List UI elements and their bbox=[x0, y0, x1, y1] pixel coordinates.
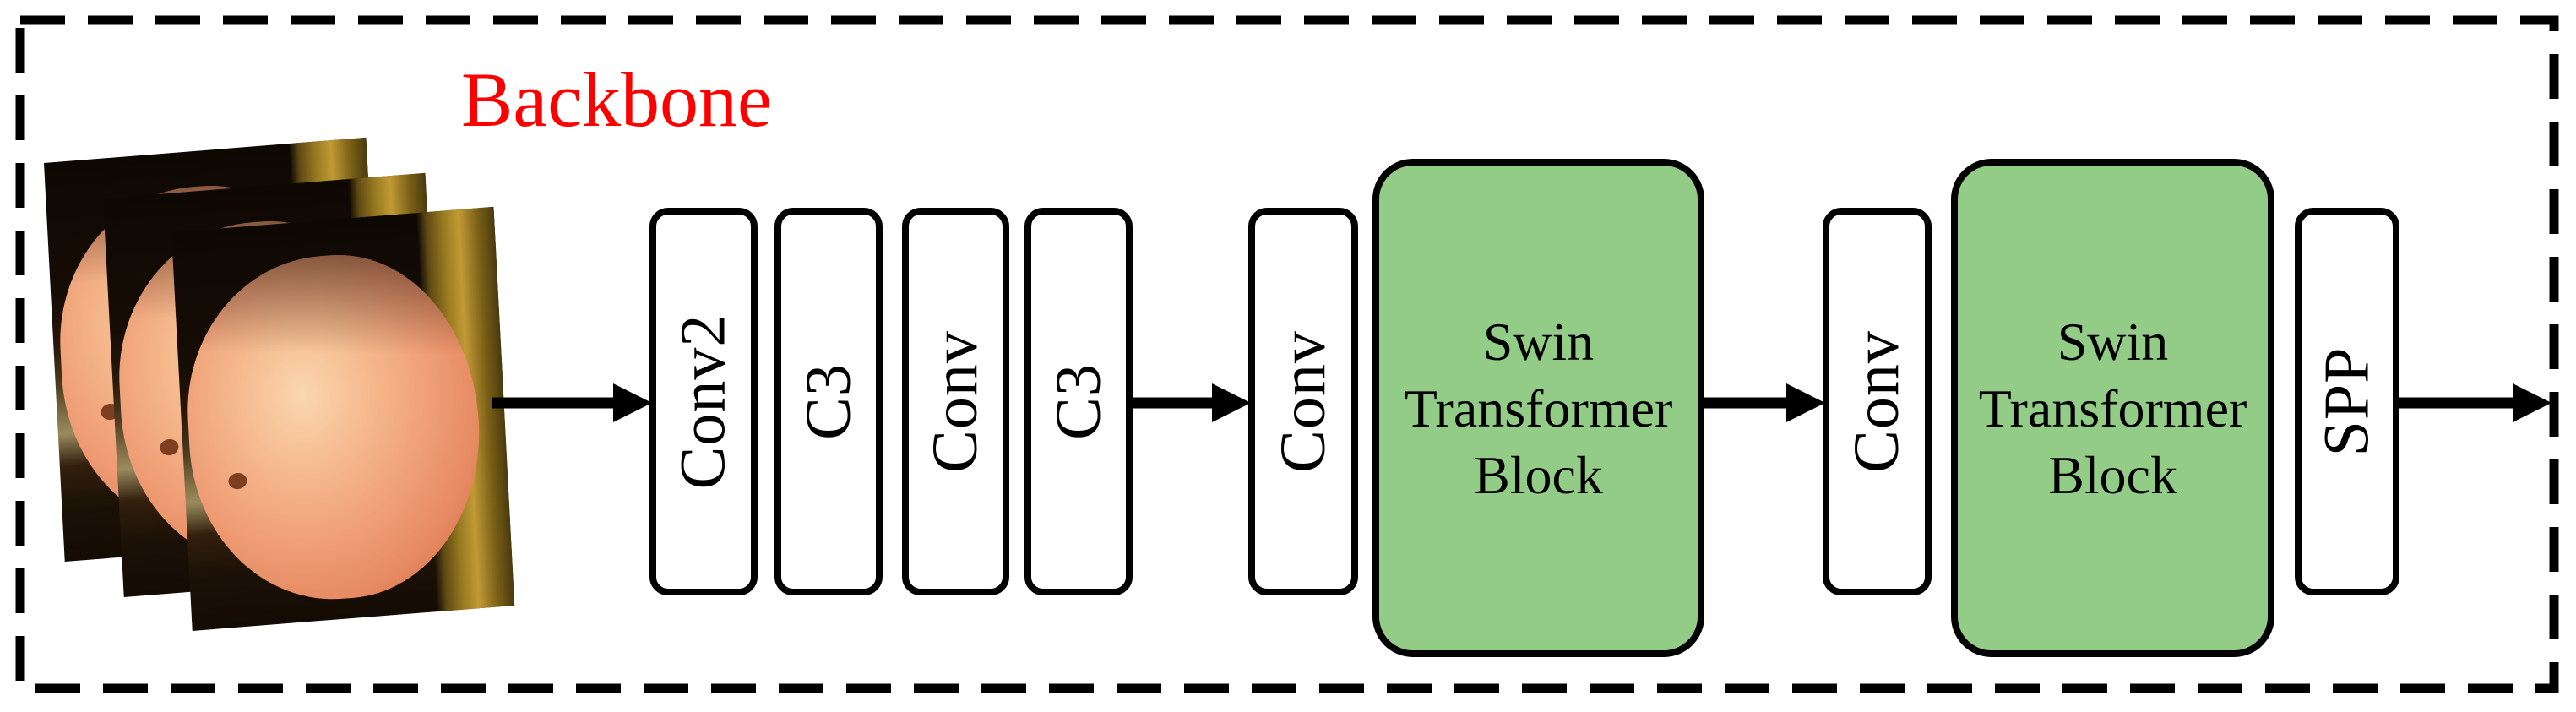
node-swin-transformer-block-1: Swin Transformer Block bbox=[1372, 159, 1704, 657]
input-image-front bbox=[171, 206, 515, 631]
arrow-swin1-to-conv bbox=[1704, 383, 1825, 422]
node-conv-1: Conv bbox=[902, 208, 1009, 595]
arrow-input-to-conv2 bbox=[492, 383, 652, 422]
arrow-c3-to-conv bbox=[1133, 383, 1251, 422]
apple-image bbox=[179, 244, 488, 611]
swin-block-2-label: Swin Transformer Block bbox=[1978, 311, 2247, 505]
node-conv2: Conv2 bbox=[649, 208, 758, 595]
node-conv-3: Conv bbox=[1823, 208, 1932, 595]
node-conv-2: Conv bbox=[1248, 208, 1358, 595]
node-conv2-label: Conv2 bbox=[667, 313, 739, 490]
swin-block-1-label: Swin Transformer Block bbox=[1404, 311, 1673, 505]
node-c3-2: C3 bbox=[1024, 208, 1133, 595]
node-spp-label: SPP bbox=[2311, 346, 2383, 457]
node-c3-1-label: C3 bbox=[792, 363, 864, 440]
backbone-title: Backbone bbox=[461, 57, 772, 143]
node-c3-2-label: C3 bbox=[1042, 363, 1114, 440]
node-conv-3-label: Conv bbox=[1841, 330, 1913, 473]
node-conv-2-label: Conv bbox=[1267, 330, 1339, 473]
arrow-spp-to-output bbox=[2399, 383, 2552, 422]
node-swin-transformer-block-2: Swin Transformer Block bbox=[1951, 159, 2274, 657]
node-conv-1-label: Conv bbox=[920, 330, 992, 473]
node-c3-1: C3 bbox=[774, 208, 883, 595]
node-spp: SPP bbox=[2295, 208, 2399, 595]
